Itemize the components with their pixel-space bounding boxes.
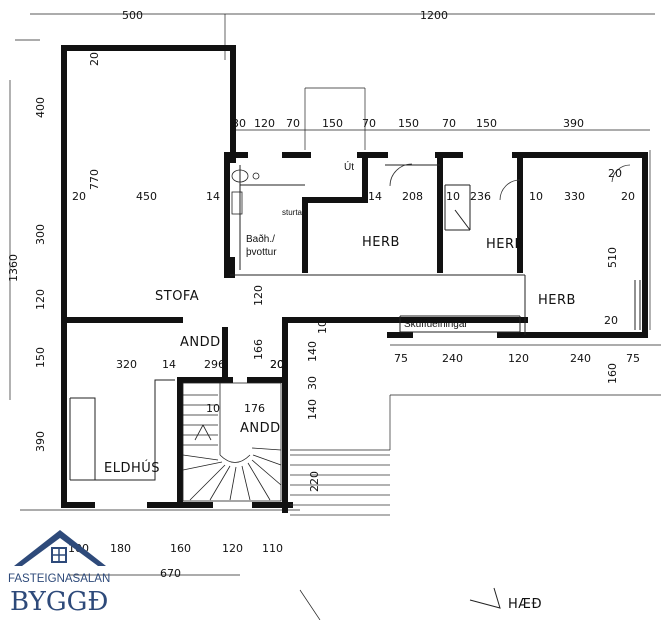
room-bad: Baðh./ þvottur <box>246 234 277 258</box>
dim-120-v: 120 <box>252 285 265 306</box>
bathroom-fixtures <box>231 169 260 215</box>
logo-line1: FASTEIGNASALAN <box>8 573 110 585</box>
label-skuffueiningar: Skúffueiningar <box>404 319 468 330</box>
dim-row-item: 70 <box>362 117 376 130</box>
dim-row-item: 70 <box>442 117 456 130</box>
dim-bottom-item: 120 <box>222 542 243 555</box>
dim-20-left: 20 <box>72 190 86 203</box>
dim-20-g: 20 <box>270 358 284 371</box>
dim-450: 450 <box>136 190 157 203</box>
dim-row-item: 150 <box>398 117 419 130</box>
dim-140-b: 140 <box>306 399 319 420</box>
dim-30: 30 <box>306 376 319 390</box>
floor-label: HÆÐ <box>508 597 542 612</box>
dim-14-c: 14 <box>162 358 176 371</box>
dim-75-b: 75 <box>626 352 640 365</box>
dim-296: 296 <box>204 358 225 371</box>
dim-236: 236 <box>470 190 491 203</box>
bath-label-plate <box>246 233 300 267</box>
dim-10-c: 10 <box>206 402 220 415</box>
dim-150: 150 <box>34 347 47 368</box>
dim-1200: 1200 <box>420 9 448 22</box>
dim-120-h: 120 <box>508 352 529 365</box>
dim-330: 330 <box>564 190 585 203</box>
dim-75-a: 75 <box>394 352 408 365</box>
company-logo: FASTEIGNASALAN BYGGÐ <box>8 530 110 617</box>
dim-row-item: 150 <box>476 117 497 130</box>
dim-bottom-item: 110 <box>262 542 283 555</box>
room-stofa: STOFA <box>155 289 199 304</box>
thin-lines <box>69 164 641 481</box>
dim-208: 208 <box>402 190 423 203</box>
dim-670: 670 <box>160 567 181 580</box>
room-herb-1: HERB <box>362 235 400 250</box>
dim-10-d: 10 <box>316 320 329 334</box>
dim-bottom: 100 180 160 120 110 <box>68 542 283 555</box>
dim-row-item: 70 <box>286 117 300 130</box>
dim-row: 30 120 70 150 70 150 70 150 390 <box>232 117 584 130</box>
outdoor-steps <box>290 454 390 516</box>
dim-20-c: 20 <box>621 190 635 203</box>
dim-300: 300 <box>34 224 47 245</box>
dim-row-item: 150 <box>322 117 343 130</box>
dim-20-top: 20 <box>88 52 101 66</box>
label-ut: Út <box>344 160 354 173</box>
dim-240-b: 240 <box>570 352 591 365</box>
room-sturta: sturta <box>282 208 303 217</box>
floor-label-mark <box>469 587 501 609</box>
dim-14-a: 14 <box>206 190 220 203</box>
logo-line2: BYGGÐ <box>10 587 108 617</box>
door-swings <box>389 163 631 201</box>
dim-390: 390 <box>34 431 47 452</box>
dim-20-d: 20 <box>608 167 622 180</box>
dim-10-b: 10 <box>529 190 543 203</box>
dim-500: 500 <box>122 9 143 22</box>
dim-400: 400 <box>34 97 47 118</box>
dim-166: 166 <box>252 339 265 360</box>
room-andd-upper: ANDD <box>180 335 221 350</box>
dim-row-item: 120 <box>254 117 275 130</box>
room-herb-3: HERB <box>538 293 576 308</box>
dim-160: 160 <box>606 363 619 384</box>
room-herb-2: HERB <box>486 237 524 252</box>
dim-510: 510 <box>606 247 619 268</box>
dim-320: 320 <box>116 358 137 371</box>
dim-120: 120 <box>34 289 47 310</box>
dim-220: 220 <box>308 471 321 492</box>
dim-row-item: 390 <box>563 117 584 130</box>
logo-roof-icon <box>14 530 106 566</box>
walls <box>61 45 648 513</box>
staircase <box>182 382 282 502</box>
dimension-lines <box>9 13 661 620</box>
dim-240-a: 240 <box>442 352 463 365</box>
dim-176: 176 <box>244 402 265 415</box>
dim-770: 770 <box>88 169 101 190</box>
bath-label-box: Baðh./ þvottur <box>246 234 277 258</box>
dim-10-a: 10 <box>446 190 460 203</box>
dim-14-b: 14 <box>368 190 382 203</box>
dim-bottom-item: 180 <box>110 542 131 555</box>
dim-bottom-item: 160 <box>170 542 191 555</box>
dim-row-item: 30 <box>232 117 246 130</box>
dim-20-e: 20 <box>604 314 618 327</box>
dim-1360: 1360 <box>7 254 20 282</box>
room-eldhus: ELDHÚS <box>104 460 160 476</box>
dim-140-a: 140 <box>306 341 319 362</box>
room-andd-lower: ANDD <box>240 421 281 436</box>
dim-20-f: 20 <box>270 358 284 371</box>
